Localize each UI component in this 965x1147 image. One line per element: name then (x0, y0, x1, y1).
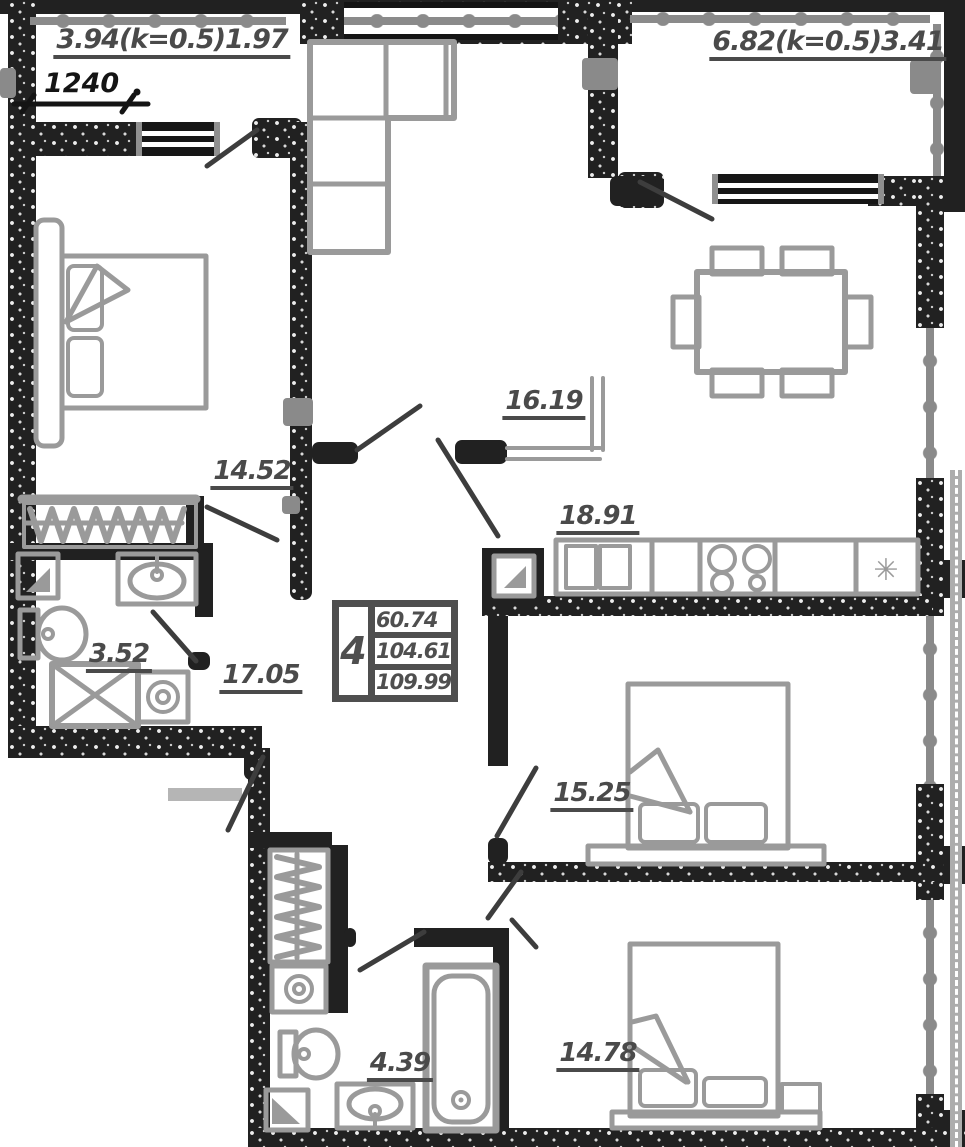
blanket-fold (629, 1013, 691, 1085)
hob-burner (742, 544, 772, 574)
window-bedroom-bottom (916, 900, 944, 1094)
wall-connector-nub (283, 398, 313, 426)
wall-right-2 (916, 478, 944, 616)
toilet (277, 1027, 341, 1081)
room-label-kitchen: 18.91 (556, 502, 640, 536)
apartment-info-box: 4 60.74 104.61 109.99 (332, 600, 458, 702)
wall-bedroom-right-door-stub (488, 838, 508, 864)
apartment-area-value: 104.61 (374, 638, 451, 670)
window-bedroom-right (916, 616, 944, 784)
door-swings (150, 127, 715, 973)
room-label-living: 16.19 (502, 387, 586, 421)
living-area-value: 60.74 (374, 607, 451, 639)
door-bedroom-bottom (509, 917, 539, 950)
wall-stub-dining-door (610, 176, 656, 206)
wardrobe-bottom (267, 847, 331, 965)
wall-stub-hall-left (312, 442, 358, 464)
bathtub-drain (451, 1090, 471, 1110)
window-glazing (916, 328, 944, 478)
wall-right-3 (916, 784, 944, 900)
blanket-fold (63, 263, 131, 325)
hob-burner (710, 571, 734, 595)
wall-bath1-door-hinge (188, 652, 210, 670)
wall-bedroom-living (290, 122, 312, 600)
door-living (354, 403, 423, 453)
fridge-icon: ✳ (873, 552, 899, 588)
wall-left-main (8, 154, 36, 758)
window-glazing (916, 616, 944, 784)
window-living-top (344, 2, 558, 40)
window-glazing (344, 14, 558, 28)
wall-bath2-top (414, 928, 498, 947)
kitchen-sink (598, 544, 632, 590)
wall-top-band-right (628, 0, 965, 12)
window-dining-right (916, 328, 944, 478)
wall-right-1 (916, 176, 944, 328)
window-dining-balcony (712, 174, 884, 204)
vent-shaft (263, 1087, 311, 1133)
kitchen-sink (564, 544, 598, 590)
wall-balcony-bottom-left (8, 122, 138, 156)
wall-kitchen-south (482, 596, 932, 616)
blanket-fold (627, 747, 693, 815)
wall-bottom (248, 1128, 965, 1147)
total-area-value: 109.99 (375, 670, 451, 695)
washing-machine (135, 669, 191, 725)
room-label-balcony-top-right: 6.82(k=0.5)3.41 (709, 27, 947, 62)
wall-top-band-left (0, 0, 302, 14)
balcony-glazing-right (930, 24, 944, 176)
wall-connector-nub (0, 68, 16, 98)
wardrobe-left (17, 494, 201, 549)
bed-double (33, 217, 209, 449)
window-glazing (916, 900, 944, 1094)
balcony-glazing-top-left (30, 14, 286, 28)
door-bedroom-right (494, 765, 539, 839)
room-label-bedroom-bottom: 14.78 (556, 1039, 640, 1073)
balcony-glazing-top-right (630, 12, 930, 26)
room-label-bathroom-small: 3.52 (85, 640, 153, 674)
wall-bath2-door-jamb (344, 928, 356, 947)
room-label-hallway: 17.05 (219, 661, 303, 695)
room-label-bedroom-left: 14.52 (210, 457, 294, 491)
dimension-label: 1240 (44, 68, 120, 99)
dining-set (670, 245, 874, 399)
wall-bedroom-right-left (488, 604, 508, 766)
corner-sofa (307, 39, 457, 255)
hanging-clothes (27, 506, 187, 544)
sink (115, 551, 199, 607)
shower-tray (49, 661, 141, 729)
room-label-balcony-top-left: 3.94(k=0.5)1.97 (53, 25, 291, 60)
wall-wardrobe2-right (328, 845, 348, 1013)
hob-burner (707, 544, 737, 574)
bathtub (422, 962, 500, 1134)
washing-machine (269, 963, 329, 1015)
room-label-bedroom-right: 15.25 (550, 779, 634, 813)
sink (334, 1081, 416, 1131)
pilaster-right-top (944, 0, 965, 178)
wall-left-lower (248, 748, 270, 1147)
hob-burner (748, 574, 766, 592)
wall-hall-bottom (8, 726, 262, 758)
rooms-count: 4 (339, 607, 375, 695)
bedside-table (780, 1082, 822, 1114)
entrance-step (168, 788, 242, 801)
wall-connector-nub (282, 496, 300, 514)
wall-wardrobe2-top (248, 832, 332, 848)
wall-stub-hall-right (455, 440, 507, 464)
wall-bath2-right (493, 928, 509, 1130)
wall-bedrooms-divider (488, 862, 944, 882)
door-bedroom-left (204, 504, 280, 543)
wall-bath1-top (8, 543, 200, 560)
bed-double (585, 681, 827, 867)
window-bedroom-balcony (136, 122, 220, 156)
wall-vent-block (482, 548, 544, 604)
facade-ledge (950, 470, 962, 1147)
bed-double (609, 941, 823, 1131)
wall-bath1-right (195, 543, 213, 617)
wall-connector-nub (582, 58, 618, 90)
hanging-clothes (274, 854, 322, 960)
room-label-bathroom-large: 4.39 (366, 1049, 434, 1083)
pilaster-right-a (944, 176, 965, 212)
wall-living-dining (588, 10, 618, 178)
